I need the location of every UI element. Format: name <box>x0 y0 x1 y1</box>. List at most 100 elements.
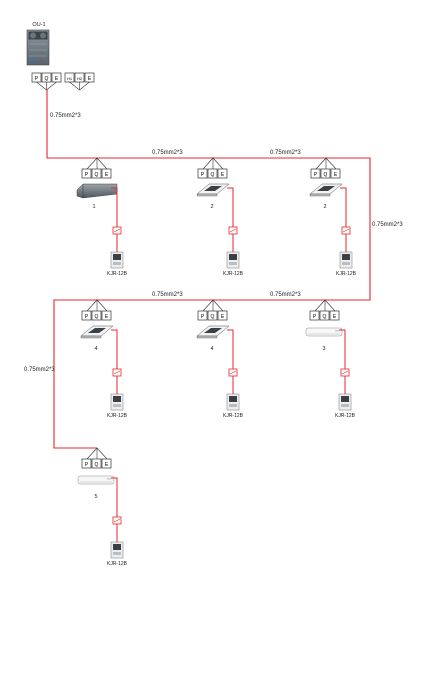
terminal-label: Q <box>95 172 99 178</box>
terminal-box <box>91 458 102 469</box>
unit-edge <box>80 335 102 339</box>
terminal-label: Q <box>211 314 215 320</box>
terminal-box <box>207 310 218 321</box>
unit-edge <box>309 193 331 197</box>
wired-controller-icon <box>339 251 353 269</box>
controller-screen <box>229 396 237 402</box>
terminal-label: P <box>85 314 89 320</box>
unit-edge <box>196 193 218 197</box>
controller-wire <box>339 329 346 394</box>
controller-screen <box>113 544 121 550</box>
controller-buttons <box>229 262 237 265</box>
terminal-label: P <box>85 172 89 178</box>
wired-controller-icon <box>338 393 352 411</box>
cable-label: 0.75mm2*3 <box>152 150 183 156</box>
wall-unit-icon <box>305 327 343 337</box>
controller-label: KJR-12B <box>107 561 128 567</box>
controller-label: KJR-12B <box>223 413 244 419</box>
controller-label: KJR-12B <box>107 413 128 419</box>
wired-controller-icon <box>110 251 124 269</box>
terminal-box <box>91 310 102 321</box>
controller-wire <box>111 477 118 542</box>
junction-mark <box>229 370 237 375</box>
terminal-label: H2 <box>77 76 83 81</box>
terminal-label: P <box>201 172 205 178</box>
terminal-label: P <box>35 76 39 82</box>
terminal-label: Q <box>211 172 215 178</box>
terminal-box <box>101 458 112 469</box>
unit-number-label: 4 <box>94 346 97 352</box>
controller-label: KJR-12B <box>336 271 357 277</box>
terminal-box <box>320 168 331 179</box>
junction-mark <box>113 370 121 375</box>
controller-screen <box>342 254 350 260</box>
unit-body <box>305 327 343 337</box>
terminal-box <box>91 168 102 179</box>
controller-screen <box>113 396 121 402</box>
terminal-box <box>310 168 321 179</box>
terminal-label: Q <box>323 314 327 320</box>
cassette-unit-icon <box>196 325 230 339</box>
controller-screen <box>229 254 237 260</box>
wired-controller-icon <box>226 393 240 411</box>
terminal-box <box>197 168 208 179</box>
cassette-unit-icon <box>196 183 230 197</box>
terminal-box <box>319 310 330 321</box>
unit-number-label: 5 <box>94 494 97 500</box>
unit-number-label: 3 <box>322 346 325 352</box>
unit-number-label: 2 <box>323 204 326 210</box>
cassette-unit-icon <box>80 325 114 339</box>
controller-wire <box>227 187 234 252</box>
unit-number-label: 4 <box>210 346 213 352</box>
bus-wire <box>46 90 371 449</box>
terminal-box <box>81 458 92 469</box>
unit-grille <box>204 328 222 333</box>
controller-wire <box>340 187 347 252</box>
terminal-label: E <box>55 76 59 82</box>
wired-controller-icon <box>110 393 124 411</box>
unit-display <box>335 330 339 332</box>
unit-edge <box>196 335 218 339</box>
terminal-box <box>217 310 228 321</box>
controller-wire <box>227 329 234 394</box>
communication-bus <box>46 90 371 449</box>
controller-label: KJR-12B <box>107 271 128 277</box>
terminal-label: Q <box>324 172 328 178</box>
terminal-label: E <box>221 172 225 178</box>
junction-mark <box>113 228 121 233</box>
terminal-label: P <box>85 462 89 468</box>
terminal-label: P <box>201 314 205 320</box>
cable-label: 0.75mm2*3 <box>152 292 183 298</box>
terminal-box <box>329 310 340 321</box>
terminal-box <box>101 168 112 179</box>
unit-display <box>107 478 111 480</box>
controller-screen <box>113 254 121 260</box>
terminal-label: P <box>314 172 318 178</box>
terminal-label: E <box>105 172 109 178</box>
terminal-label: E <box>105 314 109 320</box>
controller-screen <box>341 396 349 402</box>
unit-grille <box>88 328 106 333</box>
junction-mark <box>341 370 349 375</box>
controller-buttons <box>342 262 350 265</box>
unit-grille <box>204 186 222 191</box>
outdoor-unit: OU-1 P Q E H1 H2 E <box>26 22 95 91</box>
terminal-label: H1 <box>67 76 73 81</box>
cassette-unit-icon <box>309 183 343 197</box>
unit-number-label: 2 <box>210 204 213 210</box>
controller-label: KJR-12B <box>223 271 244 277</box>
terminal-box <box>217 168 228 179</box>
outdoor-terminal-block: P Q E H1 H2 E <box>31 72 95 91</box>
terminal-label: E <box>105 462 109 468</box>
terminal-label: Q <box>45 76 49 82</box>
cable-label: 0.75mm2*3 <box>270 150 301 156</box>
terminal-box <box>309 310 320 321</box>
unit-number-label: 1 <box>92 204 95 210</box>
